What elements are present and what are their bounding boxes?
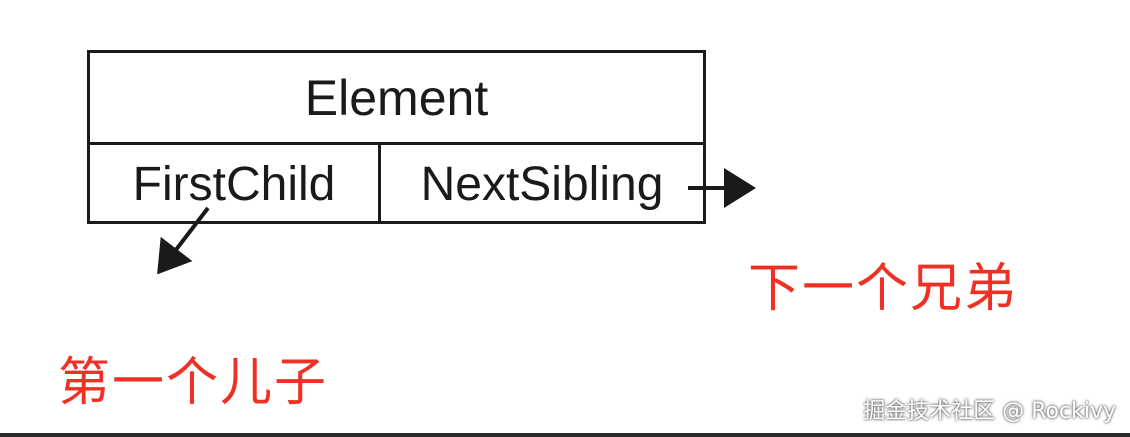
next-sibling-label: 下一个兄弟	[748, 259, 1019, 319]
next-sibling-field: NextSibling	[420, 158, 664, 211]
watermark: 掘金技术社区 @ Rockivy	[863, 399, 1116, 424]
bottom-divider	[0, 433, 1130, 437]
element-node-box: Element FirstChild NextSibling	[87, 50, 706, 224]
first-child-arrow	[157, 206, 210, 275]
element-title: Element	[90, 53, 703, 145]
first-child-field: FirstChild	[90, 145, 381, 224]
first-child-label: 第一个儿子	[58, 353, 329, 413]
